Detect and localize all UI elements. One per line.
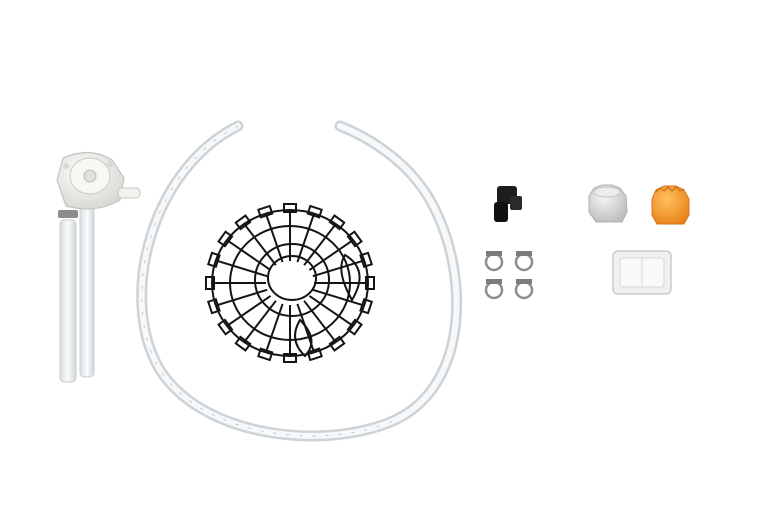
hose-clamp	[484, 251, 504, 272]
guard-rim-tab	[283, 203, 297, 213]
guard-spoke	[264, 213, 284, 263]
guard-rim-tab	[328, 214, 346, 231]
hose-clamps	[484, 251, 534, 300]
guard-rim-tab	[217, 318, 234, 336]
guard-rim-tab	[365, 276, 375, 290]
guard-spoke	[264, 303, 284, 353]
guard-rim-tab	[234, 335, 252, 352]
hand-pump	[56, 151, 141, 383]
guard-rim-tab	[359, 297, 374, 315]
guard-spoke	[226, 295, 272, 327]
guard-rim-tab	[234, 214, 252, 231]
guard-rim-tab	[346, 230, 363, 248]
guard-rim-tab	[257, 347, 274, 362]
wire-basket-guard	[205, 203, 375, 363]
guard-spoke	[243, 223, 277, 266]
hose-clamp	[484, 279, 504, 300]
guard-rim-tab	[306, 204, 323, 219]
guard-spoke	[215, 259, 268, 278]
guard-spoke	[215, 288, 268, 307]
guard-rim-tab	[257, 204, 274, 219]
clear-hose	[136, 120, 463, 442]
guard-rim-tab	[217, 230, 234, 248]
hose-clamp	[514, 251, 534, 272]
hose-clamp	[514, 279, 534, 300]
guard-spoke	[296, 213, 316, 263]
guard-spoke	[303, 300, 337, 343]
inline-filter	[612, 250, 672, 295]
guard-spoke	[243, 300, 277, 343]
guard-rim-tab	[328, 335, 346, 352]
guard-spoke	[308, 239, 354, 271]
guard-spoke	[226, 239, 272, 271]
guard-spoke	[308, 295, 354, 327]
guard-rim-tab	[306, 347, 323, 362]
guard-rim-tab	[206, 297, 221, 315]
guard-spoke	[303, 223, 337, 266]
orange-bottle-cap	[651, 185, 690, 225]
grey-bottle-cap	[588, 184, 628, 223]
guard-rim-tab	[283, 353, 297, 363]
guard-spoke	[312, 288, 365, 307]
guard-rim-tab	[359, 251, 374, 269]
guard-rim-tab	[205, 276, 215, 290]
black-hose-fitting	[494, 186, 522, 222]
guard-rim-tab	[206, 251, 221, 269]
guard-rim-tab	[346, 318, 363, 336]
